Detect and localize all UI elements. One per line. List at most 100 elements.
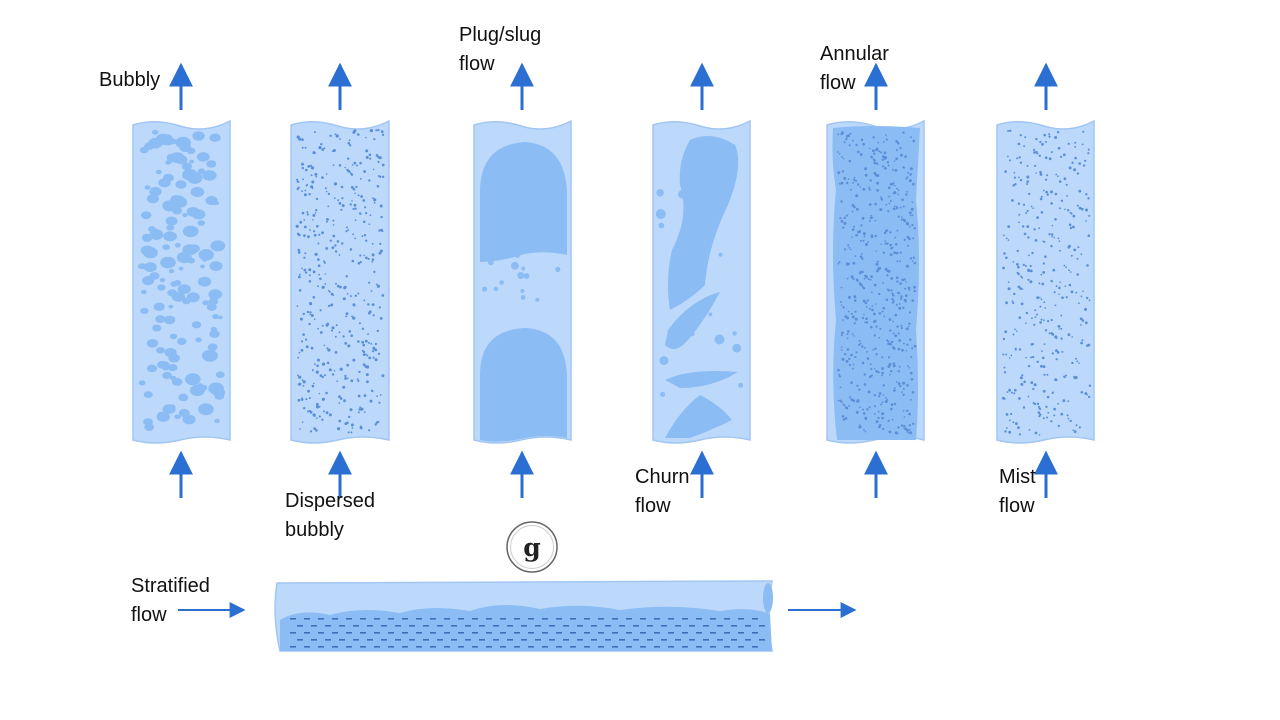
- bubble: [1020, 302, 1024, 306]
- bubble: [345, 315, 348, 318]
- bubble: [875, 420, 879, 424]
- bubble: [324, 273, 327, 275]
- bubble: [853, 299, 857, 302]
- bubble: [870, 275, 873, 278]
- bubble: [1003, 252, 1006, 255]
- bubble: [333, 197, 336, 200]
- dash: [689, 625, 695, 627]
- bubble: [863, 235, 866, 238]
- bubble: [892, 362, 896, 365]
- label-line: Dispersed: [285, 490, 376, 512]
- bubble: [301, 379, 304, 381]
- bubble: [896, 260, 899, 263]
- tube-dispersed-bubbly: [290, 119, 390, 444]
- bubble: [857, 150, 860, 154]
- dash: [374, 632, 380, 634]
- bubble: [860, 239, 862, 242]
- bubble: [888, 195, 891, 198]
- bubble: [1041, 350, 1043, 352]
- bubble: [155, 315, 166, 323]
- dash: [661, 625, 667, 627]
- bubble: [1017, 285, 1021, 289]
- bubble: [885, 138, 888, 141]
- bubble: [1007, 225, 1011, 229]
- bubble: [338, 395, 341, 399]
- bubble: [1080, 341, 1083, 345]
- bubble: [168, 269, 175, 274]
- bubble: [1060, 199, 1064, 202]
- bubble: [1008, 388, 1011, 392]
- dash: [542, 618, 548, 620]
- bubble: [328, 290, 331, 293]
- bubble: [1086, 296, 1089, 300]
- bubble: [321, 324, 324, 327]
- bubble: [333, 369, 336, 372]
- bubble: [1021, 374, 1024, 377]
- bubble: [323, 344, 326, 347]
- bubble: [377, 352, 381, 355]
- bubble: [873, 283, 877, 287]
- bubble: [301, 162, 304, 166]
- label-line: flow: [131, 604, 167, 626]
- bubble: [196, 152, 210, 162]
- bubble: [321, 285, 325, 289]
- bubble: [1082, 290, 1084, 293]
- bubble: [854, 310, 857, 313]
- dash: [626, 632, 632, 634]
- bubble: [187, 257, 196, 264]
- bubble: [1057, 325, 1061, 328]
- bubble: [838, 373, 841, 376]
- bubble: [909, 257, 913, 260]
- bubble: [899, 251, 902, 254]
- bubble: [1081, 143, 1084, 146]
- bubble: [887, 164, 890, 167]
- bubble: [1055, 285, 1058, 288]
- dash: [654, 618, 660, 620]
- bubble: [209, 330, 220, 338]
- bubble: [1079, 317, 1083, 321]
- bubble: [198, 249, 214, 261]
- bubble: [1068, 269, 1070, 272]
- bubble: [842, 306, 845, 309]
- bubble: [878, 292, 881, 296]
- bubble: [1051, 233, 1054, 236]
- bubble: [888, 363, 892, 366]
- bubble: [303, 268, 307, 272]
- bubble: [1002, 353, 1005, 356]
- bubble: [182, 244, 198, 256]
- bubble: [1046, 193, 1050, 196]
- bubble: [859, 424, 861, 426]
- bubble: [860, 138, 864, 142]
- bubble: [838, 153, 841, 155]
- dash: [521, 639, 527, 641]
- bubble: [338, 402, 341, 404]
- bubble: [873, 320, 876, 323]
- dash: [619, 639, 625, 641]
- bubble: [871, 308, 874, 312]
- bubble: [908, 311, 912, 314]
- bubble: [1005, 427, 1008, 429]
- bubble: [679, 177, 689, 186]
- bubble: [1002, 266, 1005, 270]
- bubble: [900, 326, 903, 330]
- bubble: [1027, 236, 1030, 239]
- bubble: [1046, 174, 1049, 177]
- bubble: [380, 130, 384, 134]
- label-line: Plug/slug: [459, 24, 542, 46]
- bubble: [1039, 197, 1043, 201]
- annular-core: [832, 126, 920, 440]
- bubble: [898, 365, 901, 368]
- label-line: Stratified: [131, 575, 210, 597]
- bubble: [1005, 256, 1008, 260]
- bubble: [903, 238, 906, 241]
- bubble: [880, 198, 883, 201]
- bubble: [895, 381, 898, 383]
- bubble: [885, 298, 889, 302]
- bubble: [1043, 301, 1046, 304]
- bubble: [1042, 271, 1046, 274]
- bubble: [142, 233, 150, 240]
- bubble: [339, 285, 342, 289]
- bubble: [197, 220, 205, 226]
- bubble: [359, 260, 362, 264]
- dash: [437, 639, 443, 641]
